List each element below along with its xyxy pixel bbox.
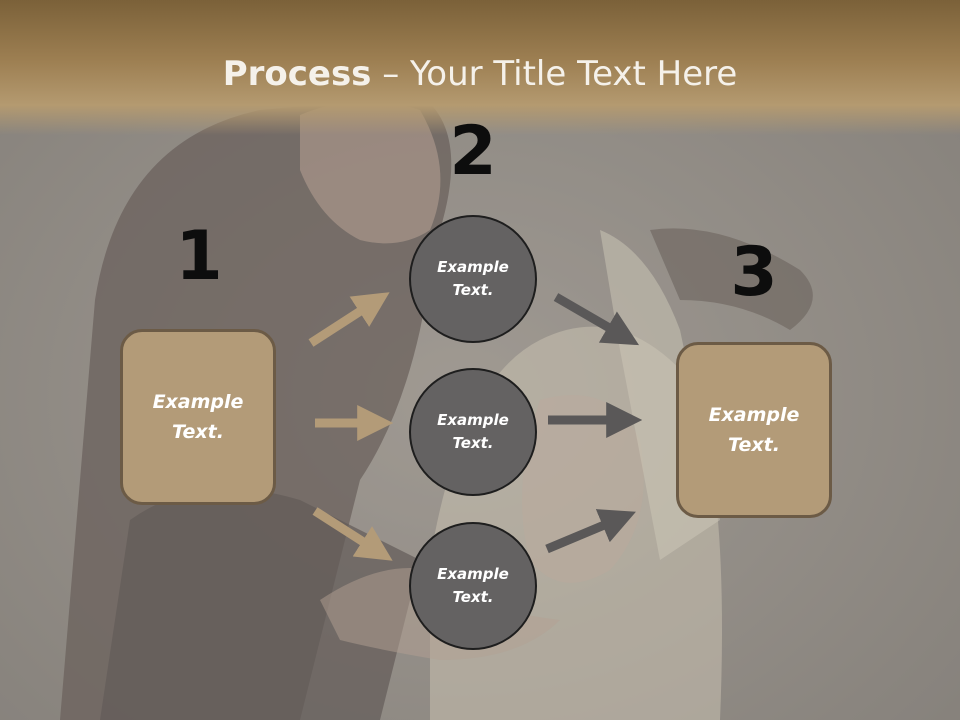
step-3-text: Example Text. xyxy=(708,404,800,456)
step-2-circle-top[interactable]: Example Text. xyxy=(409,215,537,343)
circle-bottom-text: Example Text. xyxy=(437,565,509,606)
step-2-circle-bottom[interactable]: Example Text. xyxy=(409,522,537,650)
title-bar xyxy=(0,0,960,135)
circle-top-text: Example Text. xyxy=(437,258,509,299)
step-number-2: 2 xyxy=(449,112,497,191)
title-bold: Process xyxy=(222,54,372,94)
step-2-circle-middle[interactable]: Example Text. xyxy=(409,368,537,496)
slide-title: Process – Your Title Text Here xyxy=(0,52,960,96)
circle-middle-text: Example Text. xyxy=(437,411,509,452)
step-1-box[interactable]: Example Text. xyxy=(120,329,276,505)
title-rest: – Your Title Text Here xyxy=(371,54,738,94)
step-number-1: 1 xyxy=(175,217,223,296)
step-1-text: Example Text. xyxy=(152,391,244,443)
step-number-3: 3 xyxy=(730,233,778,312)
step-3-box[interactable]: Example Text. xyxy=(676,342,832,518)
